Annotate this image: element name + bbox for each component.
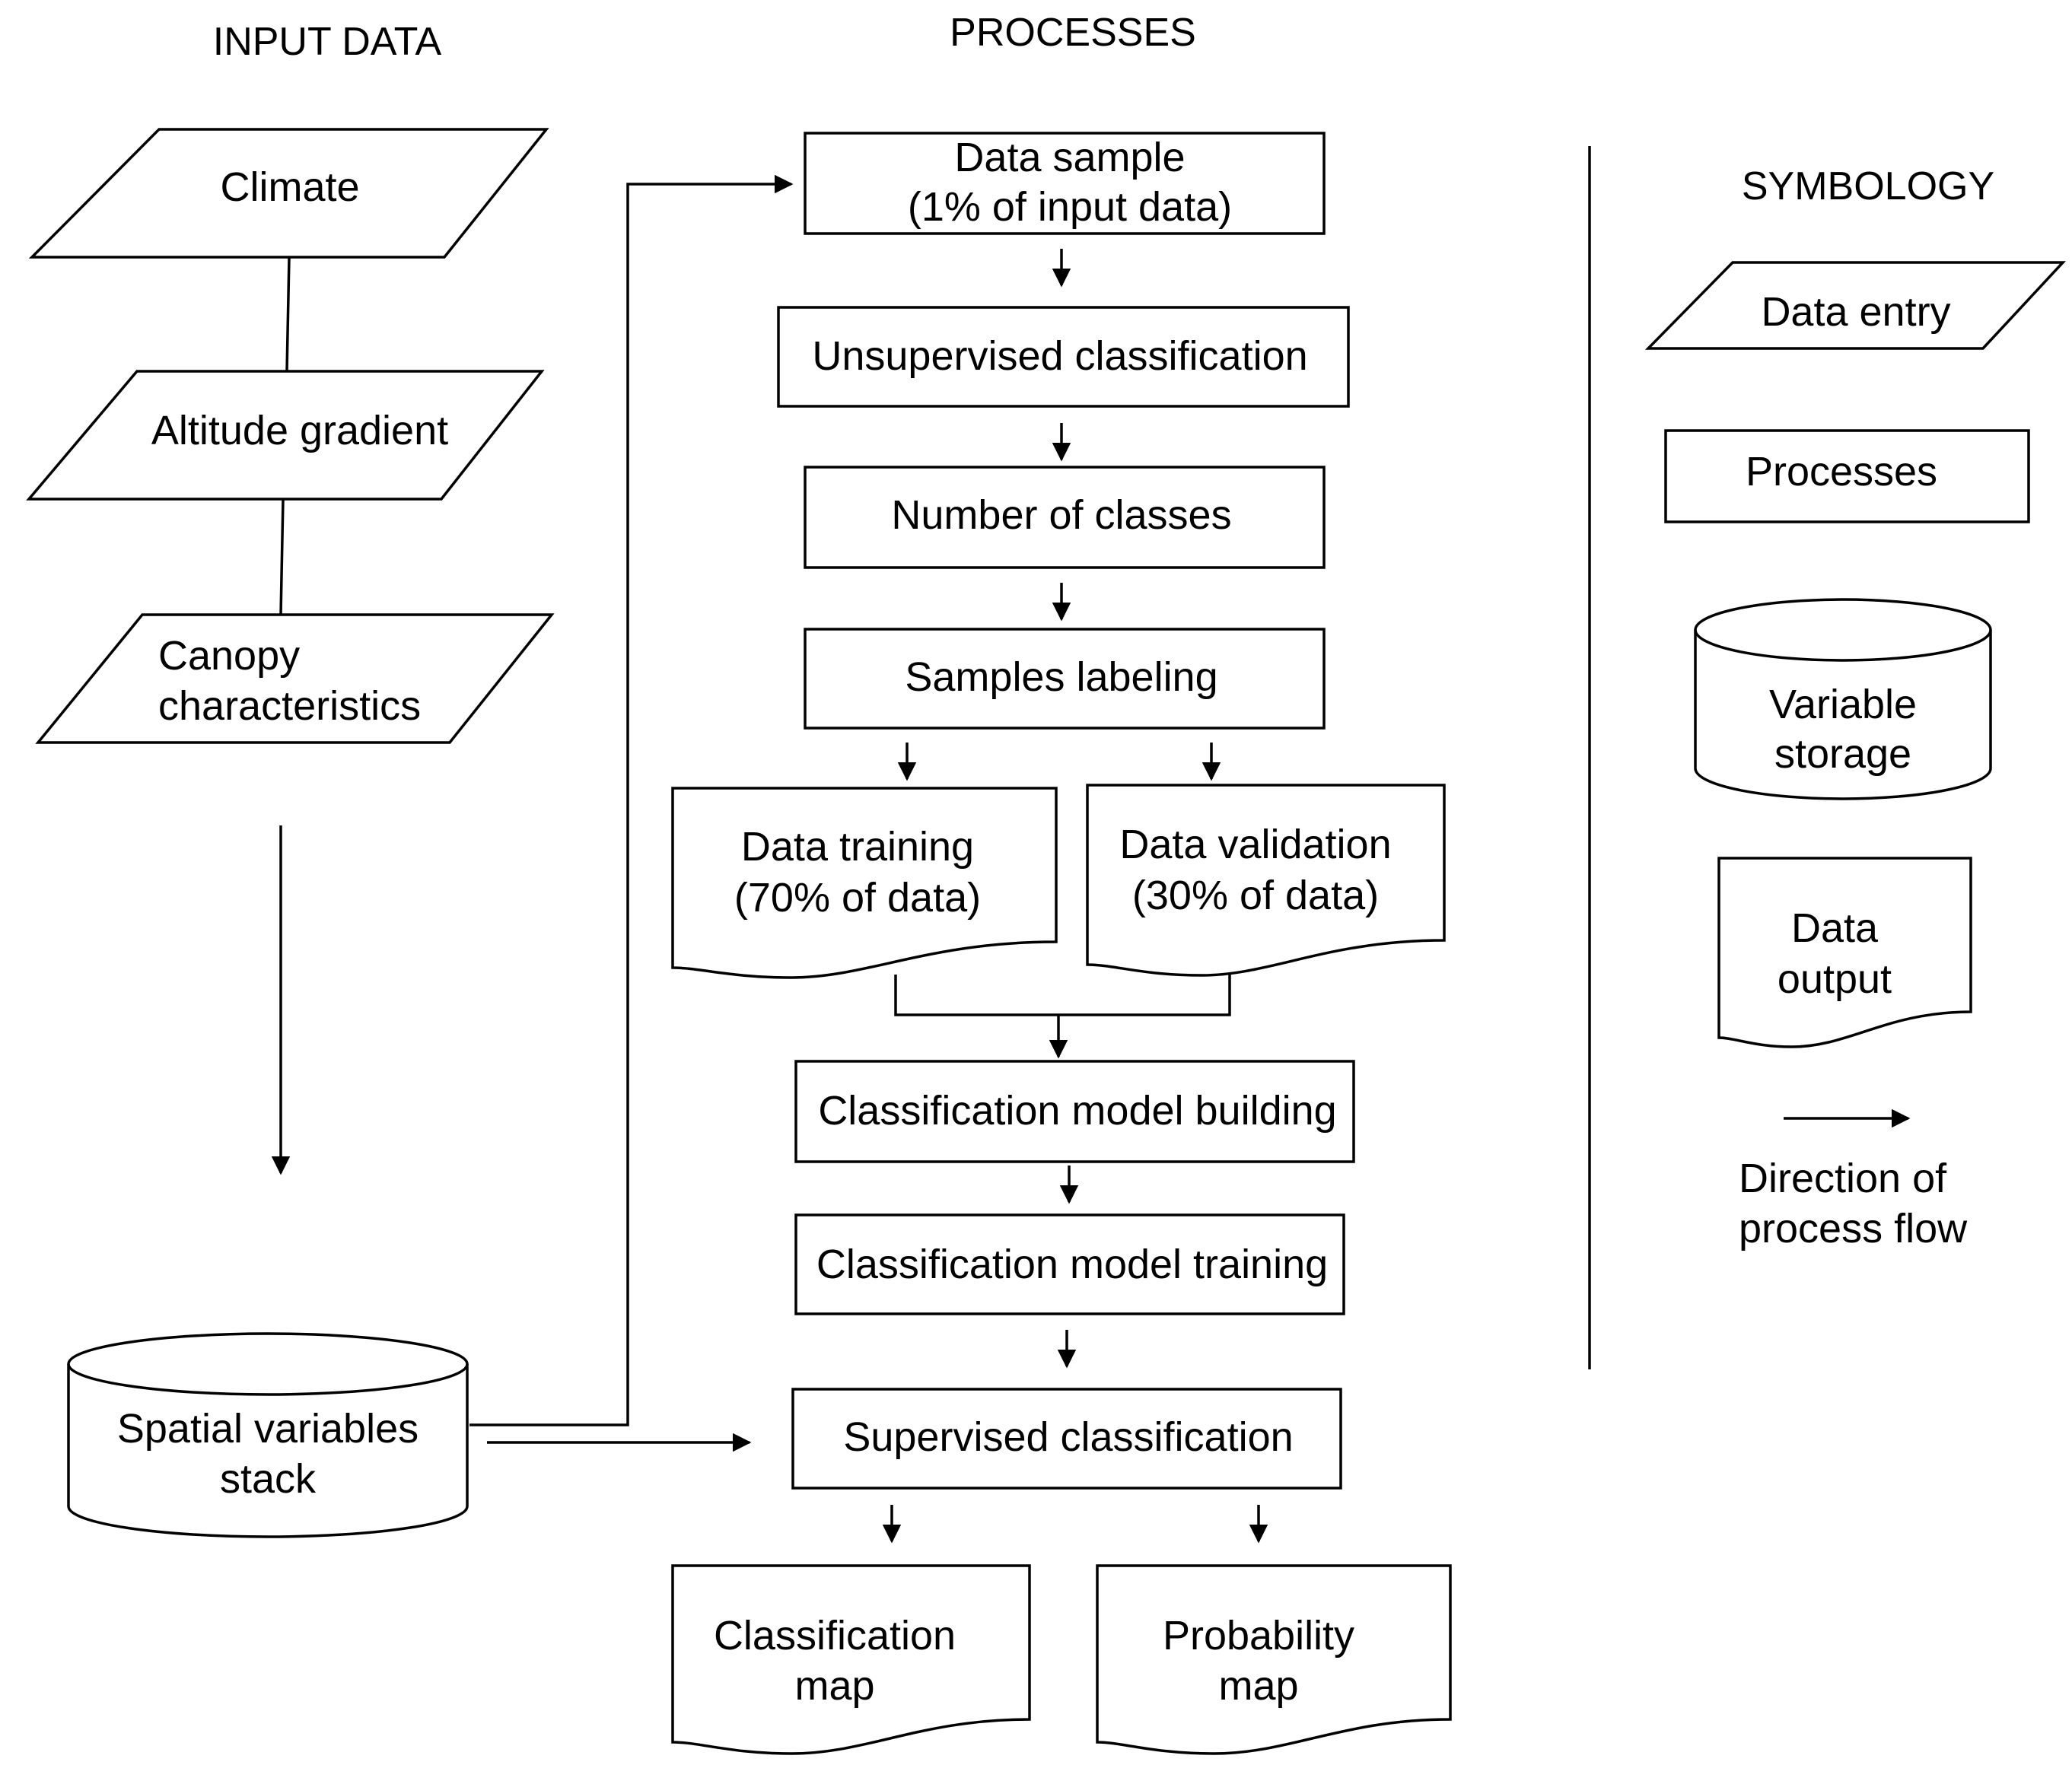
probability-map-label-line2: map [1218,1663,1298,1709]
spatial-variables-stack-label-line1: Spatial variables [117,1406,419,1452]
classification-model-training-label: Classification model training [816,1242,1328,1287]
unsupervised-classification-label: Unsupervised classification [812,333,1307,379]
classification-model-building-process: Classification model building [794,1060,1355,1163]
spatial-variables-stack-label-line2: stack [220,1456,317,1502]
legend-variable-storage: Variable storage [1694,598,1992,800]
climate-label: Climate [220,164,359,210]
data-sample-label-line2: (1% of input data) [908,184,1232,230]
classification-model-training-process: Classification model training [794,1213,1345,1315]
heading-processes: PROCESSES [950,11,1196,55]
classification-map-label-line1: Classification [714,1613,956,1658]
heading-symbology: SYMBOLOGY [1742,164,1994,208]
legend-data-entry-label: Data entry [1761,289,1950,335]
supervised-classification-label: Supervised classification [843,1414,1293,1460]
classification-model-building-label: Classification model building [818,1088,1336,1134]
classification-map-label-line2: map [794,1663,874,1709]
legend-data-output: Data output [1717,857,1972,1048]
connector-training-validation-merge [894,974,1231,1016]
canopy-characteristics-data-entry: Canopy characteristics [35,613,555,744]
legend-variable-storage-label-line2: storage [1774,731,1911,777]
data-training-output: Data training (70% of data) [671,787,1058,979]
legend-direction-label-line1: Direction of [1739,1156,1947,1201]
canopy-characteristics-label-line1: Canopy [158,633,300,679]
data-training-label-line1: Data training [741,824,974,870]
data-training-label-line2: (70% of data) [734,875,981,921]
legend-direction-label-line2: process flow [1739,1206,1968,1251]
probability-map-output: Probability map [1096,1564,1452,1755]
supervised-classification-process: Supervised classification [791,1388,1342,1490]
probability-map-label-line1: Probability [1163,1613,1354,1658]
legend-variable-storage-label-line1: Variable [1769,682,1917,727]
legend-processes-label: Processes [1746,449,1937,495]
heading-input-data: INPUT DATA [213,20,442,64]
connector-climate-altitude [285,256,291,372]
spatial-variables-stack-storage: Spatial variables stack [67,1332,469,1538]
connector-altitude-canopy [279,498,285,615]
altitude-gradient-data-entry: Altitude gradient [26,370,545,501]
altitude-gradient-label: Altitude gradient [151,408,448,453]
canopy-characteristics-label-line2: characteristics [158,683,421,729]
samples-labeling-label: Samples labeling [905,654,1217,700]
legend-data-entry: Data entry [1644,261,2067,350]
data-validation-label-line1: Data validation [1119,822,1391,867]
data-validation-label-line2: (30% of data) [1132,873,1379,918]
classification-map-output: Classification map [671,1564,1031,1755]
legend-processes: Processes [1664,429,2030,523]
data-sample-label-line1: Data sample [954,135,1185,180]
data-validation-output: Data validation (30% of data) [1086,784,1446,977]
unsupervised-classification-process: Unsupervised classification [777,306,1350,408]
number-of-classes-process: Number of classes [804,466,1326,569]
climate-data-entry: Climate [28,128,549,259]
legend-data-output-label-line1: Data [1791,905,1879,951]
data-sample-process: Data sample (1% of input data) [804,132,1326,235]
legend-data-output-label-line2: output [1778,956,1892,1002]
samples-labeling-process: Samples labeling [804,628,1326,730]
arrow-stack-to-data-sample [469,174,794,1426]
number-of-classes-label: Number of classes [891,492,1231,538]
